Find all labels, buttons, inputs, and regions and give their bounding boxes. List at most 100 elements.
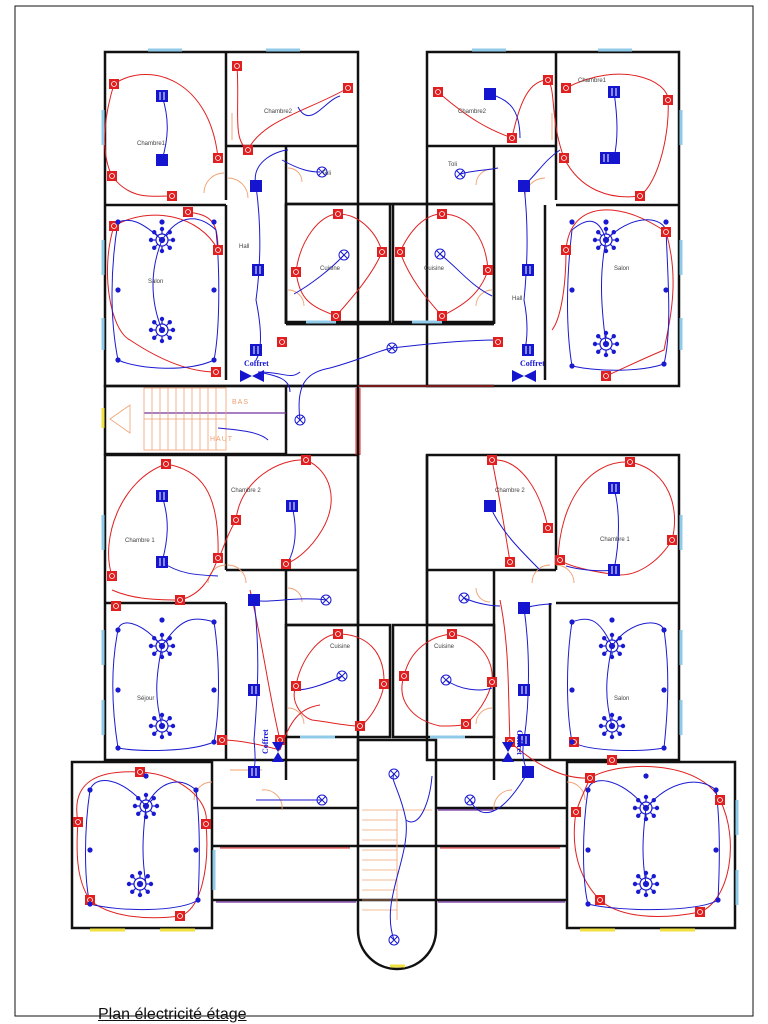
chandelier-icon [592,330,620,358]
double-switch-icon [600,152,612,164]
stair-label-up: HAUT [210,436,233,443]
room-label: Chambre 1 [125,538,155,544]
switch-icon [484,500,496,512]
wall-light-icon [159,219,165,225]
corridor-red-lines [220,385,560,849]
ceiling-lamp-icon [338,249,350,261]
staircase-landing [109,387,227,451]
room-label: Chambre 2 [231,488,261,494]
room-label: Cuisine [434,644,455,650]
double-switch-icon [518,734,530,746]
outlet-icon [399,671,409,681]
wall-light-icon [87,847,93,853]
outlet-icon [507,133,517,143]
wall-light-icon [569,363,575,369]
switch-icon [156,154,168,166]
chandelier-icon [148,316,176,344]
wall-light-icon [661,687,667,693]
outlet-icon [291,681,301,691]
double-switch-icon [518,684,530,696]
outlet-icon [437,209,447,219]
outlet-icon [487,677,497,687]
outlet-icon [379,679,389,689]
outlet-icon [559,153,569,163]
room-label: Chambre2 [264,109,293,115]
staircase-well [362,809,432,920]
room-label: Chambre 2 [495,488,525,494]
outlets [73,61,725,921]
outlet-icon [433,87,443,97]
wall-light-icon [115,627,121,633]
ceiling-lamps [294,166,476,946]
outlet-icon [483,265,493,275]
outlet-icon [561,83,571,93]
wall-light-icon [643,773,649,779]
wall-light-icon [143,773,149,779]
outlet-icon [73,817,83,827]
outlet-icon [175,911,185,921]
outlet-icon [111,601,121,611]
outlet-icon [715,795,725,805]
wall-light-icon [211,739,217,745]
outlet-icon [135,767,145,777]
wall-light-icon [87,901,93,907]
room-label: Cuisine [424,266,445,272]
outlet-icon [301,455,311,465]
room-label: Salon [614,696,629,702]
outlet-icon [201,819,211,829]
outlet-icon [607,755,617,765]
room-label: Hall [512,296,522,302]
outlet-icon [543,523,553,533]
wall-light-icon [715,897,721,903]
wall-light-icon [661,745,667,751]
outlet-icon [291,267,301,277]
outlet-icon [213,245,223,255]
outlet-icon [277,337,287,347]
outlet-icon [217,735,227,745]
ceiling-lamp-icon [316,794,328,806]
wall-light-icon [115,745,121,751]
room-label: Chambre1 [137,141,166,147]
outlet-icon [571,807,581,817]
outlet-icon [109,79,119,89]
double-switch-icon [608,564,620,576]
yellow-windows [90,408,695,968]
ceiling-lamp-icon [336,670,348,682]
outlet-icon [167,191,177,201]
outlet-icon [661,227,671,237]
double-switch-icon [608,482,620,494]
chandelier-icon [148,712,176,740]
outlet-icon [231,515,241,525]
double-switch-icon [250,344,262,356]
svg-text:Coffret: Coffret [515,730,524,755]
outlet-icon [395,247,405,257]
wall-light-icon [193,787,199,793]
wall-light-icon [569,287,575,293]
outlet-icon [213,553,223,563]
wall-light-icon [569,619,575,625]
switch-icon [484,88,496,100]
chandelier-icon [148,226,176,254]
wall-light-icon [211,219,217,225]
wall-light-icon [115,357,121,363]
chandelier-icon [592,226,620,254]
drawing-frame [14,5,754,1017]
outlet-icon [595,895,605,905]
room-label: Séjour [137,696,154,702]
switch-icon [518,602,530,614]
outlet-icon [635,191,645,201]
outlet-icon [447,629,457,639]
wall-light-icon [115,287,121,293]
outlet-icon [331,311,341,321]
outlet-icon [243,145,253,155]
wall-light-icon [663,219,669,225]
coffret-panel-lower-right: Coffret [502,730,524,762]
wall-light-icon [569,219,575,225]
wall-light-icon [713,847,719,853]
walls [70,50,737,971]
wall-light-icon [193,847,199,853]
svg-text:Coffret: Coffret [244,359,269,368]
ceiling-lamp-icon [458,592,470,604]
room-labels: Chambre1 Chambre2 Chambre2 Chambre1 Toli… [125,78,630,702]
